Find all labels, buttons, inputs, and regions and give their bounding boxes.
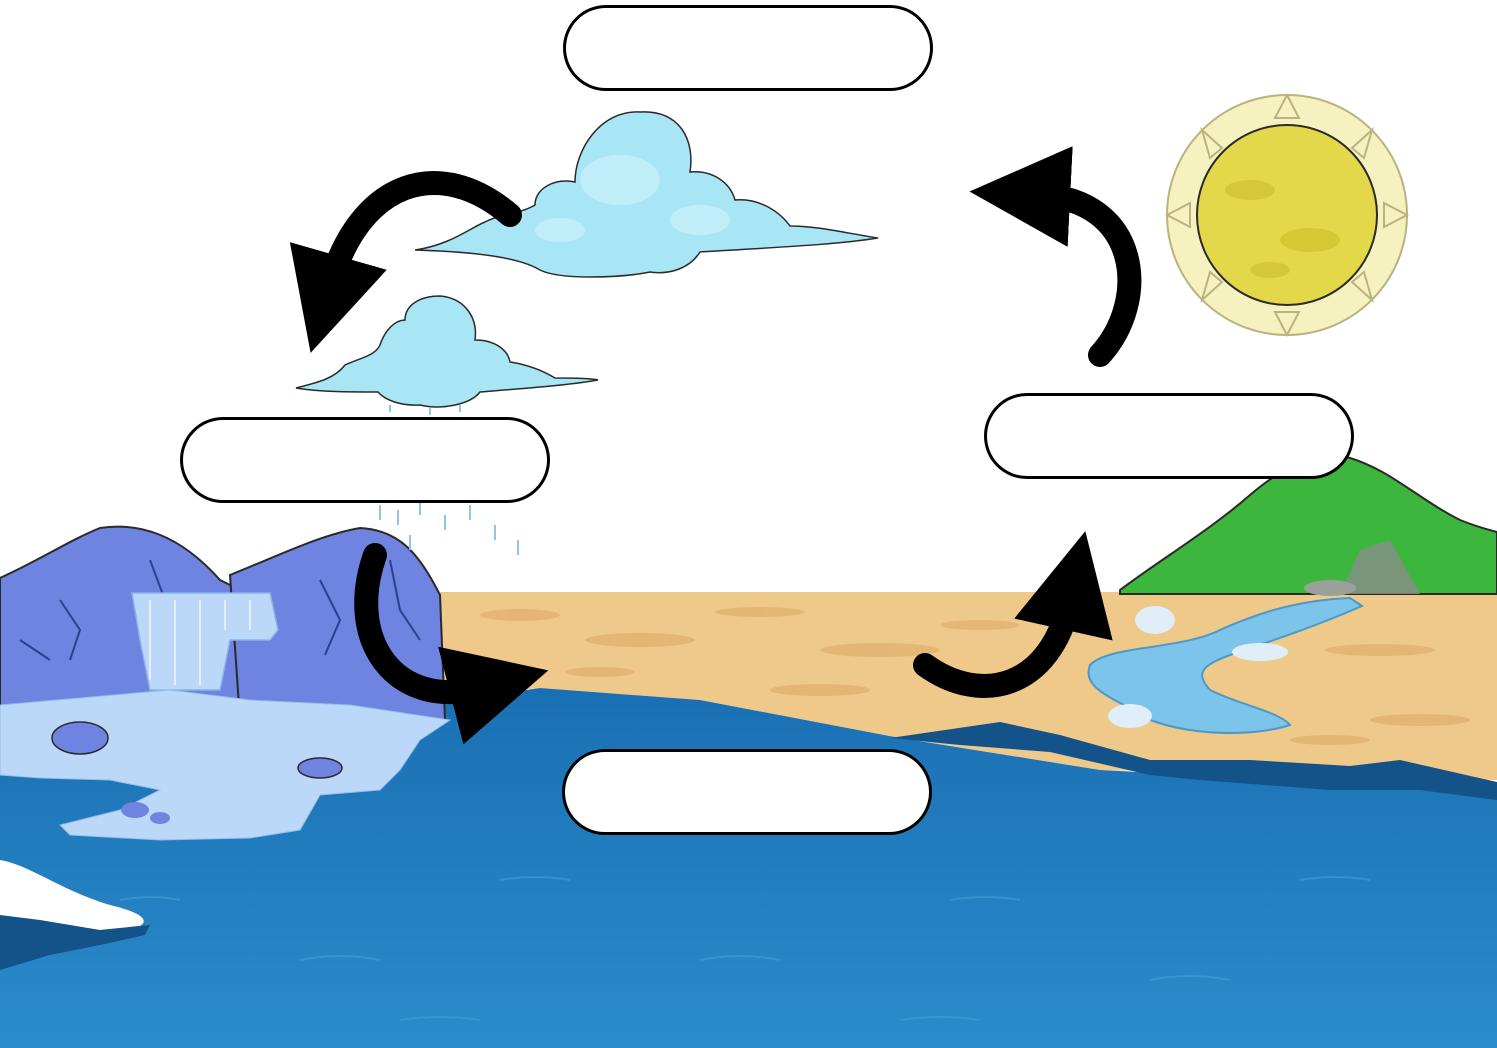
- label-box-right[interactable]: [984, 393, 1354, 479]
- label-box-bottom[interactable]: [562, 749, 932, 835]
- pool-rock: [52, 722, 108, 754]
- label-box-top[interactable]: [563, 5, 933, 91]
- label-box-left[interactable]: [180, 417, 550, 503]
- arrow-icon-evaporation: [1040, 195, 1129, 355]
- cloud-icon-small: [296, 296, 598, 407]
- sun-icon: [1167, 95, 1407, 335]
